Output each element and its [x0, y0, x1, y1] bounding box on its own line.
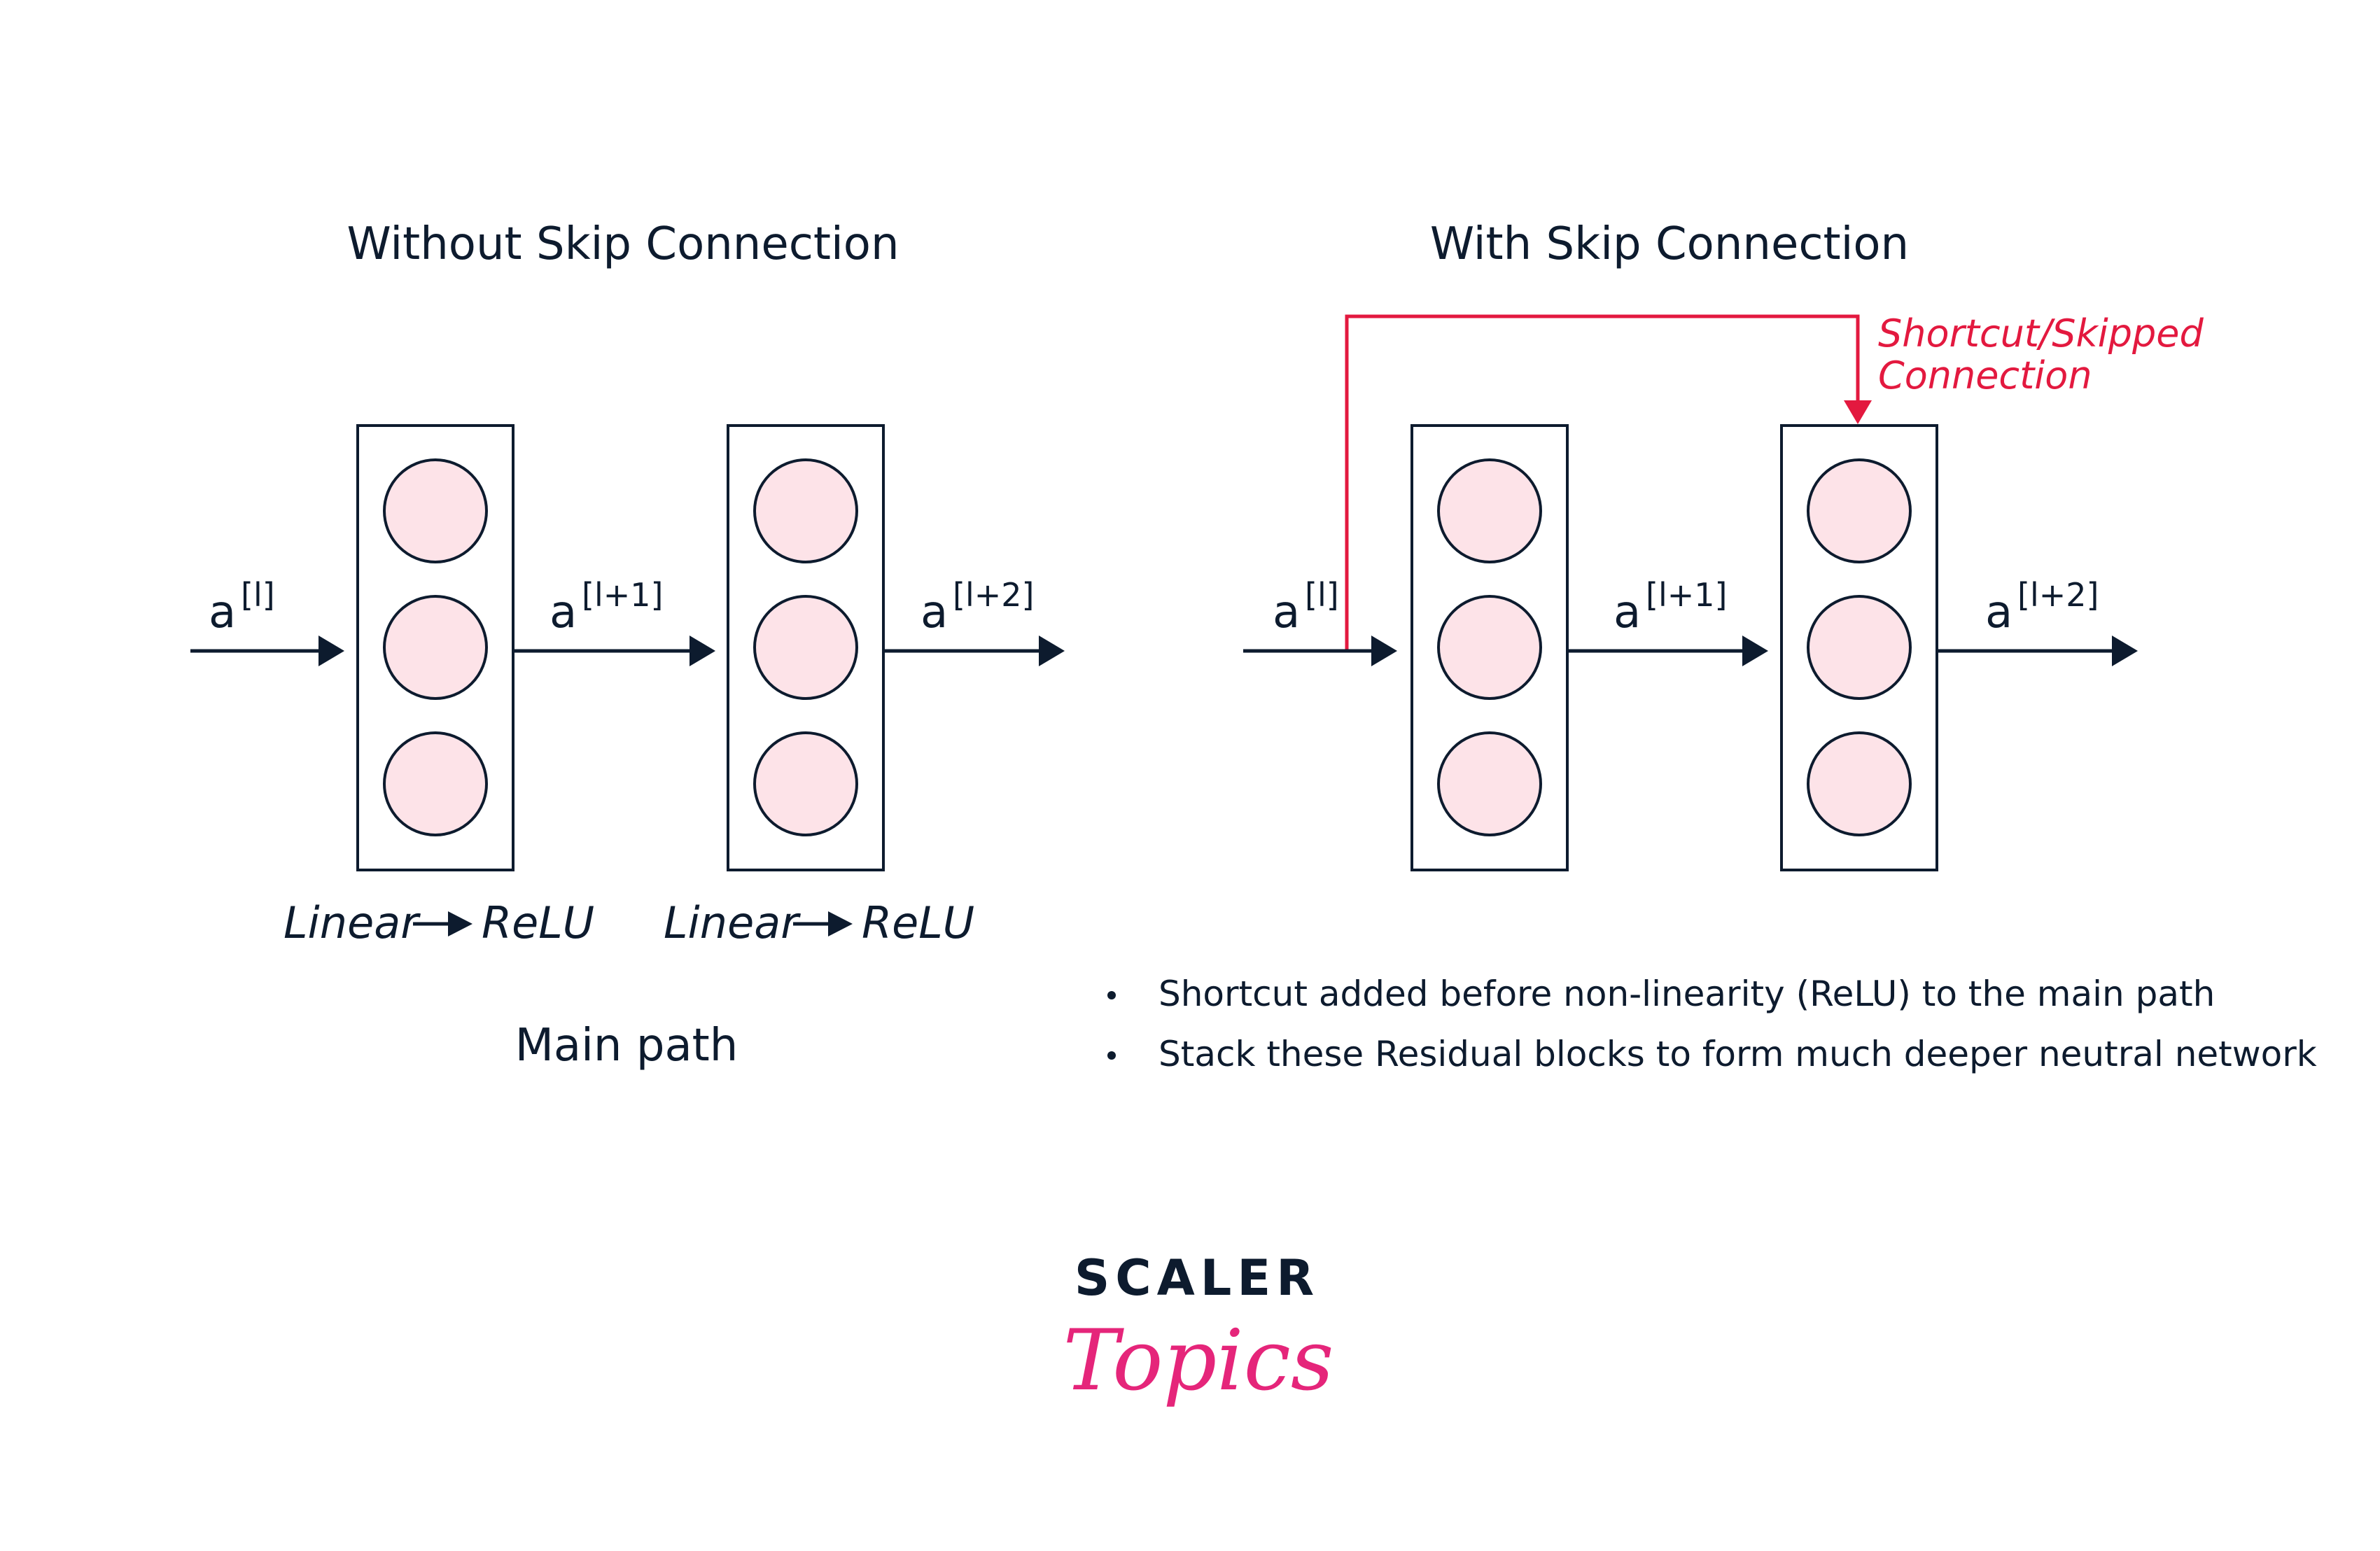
- svg-text:SCALER: SCALER: [1074, 1249, 1320, 1307]
- right-arrows: [1243, 636, 2138, 666]
- bullet-dot: [1107, 1051, 1116, 1060]
- left-input-label-2: a [l+2]: [920, 576, 1034, 638]
- neuron: [383, 458, 488, 563]
- right-input-label-2: a [l+2]: [1985, 576, 2099, 638]
- neuron: [753, 595, 858, 700]
- svg-text:ReLU: ReLU: [482, 897, 594, 948]
- svg-text:Topics: Topics: [1063, 1312, 1334, 1410]
- svg-text:Shortcut/Skipped: Shortcut/Skipped: [1878, 311, 2204, 356]
- neuron: [383, 595, 488, 700]
- svg-text:a: a: [920, 587, 948, 638]
- right-block-1: [1410, 424, 1569, 871]
- shortcut-connection: [1345, 314, 1872, 651]
- left-block-1: [356, 424, 514, 871]
- svg-text:ReLU: ReLU: [862, 897, 974, 948]
- svg-text:a: a: [1985, 587, 2012, 638]
- bullet-item: Shortcut added before non-linearity (ReL…: [1158, 974, 2215, 1014]
- svg-text:[l]: [l]: [241, 576, 275, 614]
- left-input-label-0: a [l]: [209, 576, 275, 638]
- left-block-2: [727, 424, 885, 871]
- shortcut-label: Shortcut/Skipped Connection: [1878, 311, 2204, 398]
- neuron: [753, 458, 858, 563]
- svg-text:a: a: [1273, 587, 1300, 638]
- neuron: [753, 731, 858, 836]
- svg-text:[l+2]: [l+2]: [2017, 576, 2099, 614]
- svg-text:Connection: Connection: [1878, 353, 2092, 398]
- block-1-caption: Linear ReLU: [284, 897, 594, 948]
- neuron: [1437, 595, 1542, 700]
- left-arrows: [190, 636, 1065, 666]
- right-input-label-0: a [l]: [1273, 576, 1339, 638]
- svg-text:a: a: [550, 587, 577, 638]
- neuron: [1437, 458, 1542, 563]
- bullet-item: Stack these Residual blocks to form much…: [1158, 1034, 2317, 1074]
- svg-text:[l]: [l]: [1305, 576, 1339, 614]
- neuron: [1807, 595, 1912, 700]
- left-title: Without Skip Connection: [346, 218, 899, 270]
- neuron: [383, 731, 488, 836]
- main-path-label: Main path: [515, 1020, 738, 1072]
- right-title: With Skip Connection: [1430, 218, 1909, 270]
- neuron: [1807, 458, 1912, 563]
- bullet-dot: [1107, 991, 1116, 999]
- scaler-topics-logo: SCALER Topics: [1063, 1249, 1334, 1410]
- svg-text:a: a: [209, 587, 236, 638]
- svg-text:Linear: Linear: [664, 897, 801, 948]
- bullet-list: Shortcut added before non-linearity (ReL…: [1107, 974, 2317, 1074]
- neuron: [1437, 731, 1542, 836]
- svg-text:a: a: [1614, 587, 1641, 638]
- svg-text:[l+1]: [l+1]: [582, 576, 663, 614]
- left-input-label-1: a [l+1]: [550, 576, 663, 638]
- block-2-caption: Linear ReLU: [664, 897, 974, 948]
- neuron: [1807, 731, 1912, 836]
- svg-text:[l+1]: [l+1]: [1646, 576, 1727, 614]
- svg-text:[l+2]: [l+2]: [953, 576, 1034, 614]
- right-block-2: [1780, 424, 1938, 871]
- svg-text:Linear: Linear: [284, 897, 421, 948]
- right-input-label-1: a [l+1]: [1614, 576, 1727, 638]
